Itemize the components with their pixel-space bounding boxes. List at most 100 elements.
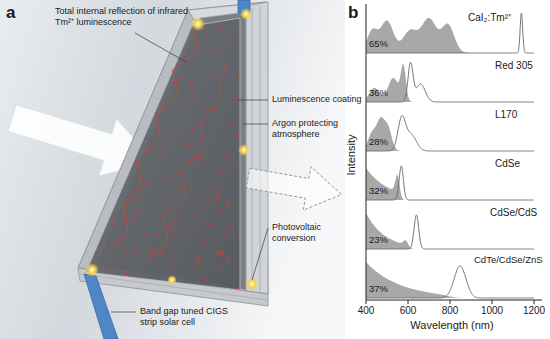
- luminescent-dot: [201, 222, 203, 224]
- luminescent-dot: [193, 216, 195, 218]
- luminescent-dot: [220, 267, 222, 269]
- luminescent-dot: [214, 108, 215, 109]
- absorption-area: [366, 117, 534, 151]
- light-spark: [240, 8, 252, 20]
- absorption-area: [366, 213, 534, 249]
- luminescent-dot: [168, 228, 170, 230]
- luminescent-dot: [192, 203, 193, 204]
- luminescent-dot: [232, 101, 233, 102]
- luminescent-dot: [195, 163, 197, 165]
- luminescent-dot: [115, 213, 116, 214]
- luminescent-dot: [127, 193, 129, 195]
- frame-groove: [260, 6, 261, 292]
- luminescent-dot: [223, 49, 225, 51]
- luminescent-dot: [197, 156, 199, 158]
- luminescent-dot: [209, 50, 211, 52]
- luminescent-dot: [179, 78, 181, 80]
- panel-letter: a: [6, 3, 15, 24]
- leader-line: [252, 228, 268, 280]
- luminescent-dot: [138, 197, 141, 200]
- luminescent-dot: [182, 144, 185, 147]
- luminescent-dot: [145, 233, 148, 236]
- internal-reflection-path: [110, 30, 198, 250]
- efficiency-value: 28%: [369, 136, 388, 148]
- luminescent-dot: [216, 252, 219, 255]
- tick: [408, 300, 409, 304]
- luminescent-dot: [228, 156, 229, 157]
- luminescent-dot: [170, 226, 173, 229]
- luminescent-dot: [100, 246, 102, 248]
- luminescent-dot: [102, 267, 103, 268]
- y-axis: [366, 4, 367, 300]
- efficiency-value: 23%: [369, 234, 388, 246]
- luminescent-dot: [232, 33, 233, 34]
- luminescent-dot: [221, 264, 224, 267]
- panel-letter: b: [348, 3, 358, 24]
- luminescent-dot: [121, 219, 123, 221]
- luminescent-dot: [204, 125, 206, 127]
- luminescent-dot: [173, 137, 174, 138]
- luminescent-dot: [237, 287, 239, 289]
- luminescent-dot: [196, 198, 198, 200]
- luminescent-dot: [194, 207, 195, 208]
- luminescent-dot: [227, 257, 230, 260]
- luminescent-dot: [233, 93, 235, 95]
- luminescent-dot: [197, 162, 199, 164]
- efficiency-value: 32%: [369, 185, 388, 197]
- luminescent-dot: [161, 252, 164, 255]
- luminescent-dot: [210, 203, 212, 205]
- callout-label: Band gap tuned CIGS strip solar cell: [140, 306, 245, 328]
- efficiency-value: 65%: [369, 38, 388, 50]
- luminescent-dot: [139, 186, 142, 189]
- luminescent-dot: [237, 136, 239, 138]
- luminescent-dot: [191, 260, 192, 261]
- emission-curve: [366, 166, 534, 200]
- luminescent-dot: [198, 259, 200, 261]
- luminescent-dot: [229, 125, 231, 127]
- luminescent-dot: [201, 158, 203, 160]
- transmitted-light-arrow: [244, 156, 345, 216]
- luminescent-dot: [189, 83, 191, 85]
- luminescent-dot: [230, 172, 232, 174]
- spectrum-row: [366, 166, 534, 200]
- luminescent-dot: [102, 240, 103, 241]
- axes: [366, 4, 542, 304]
- efficiency-value: 37%: [369, 283, 388, 295]
- leader-line: [243, 124, 268, 125]
- luminescent-dot: [226, 153, 229, 156]
- spectrum-row: [366, 213, 534, 249]
- luminescent-dot: [164, 132, 166, 134]
- luminescent-dot: [238, 73, 240, 75]
- luminescent-dot: [197, 166, 199, 168]
- luminescent-dot: [220, 49, 222, 51]
- luminescent-dot: [152, 249, 155, 252]
- luminescent-dot: [227, 204, 229, 206]
- luminescent-dot: [218, 190, 220, 192]
- absorption-area: [366, 262, 534, 298]
- luminescent-dot: [221, 209, 224, 212]
- x-axis: [366, 300, 542, 301]
- emission-curve: [366, 266, 534, 298]
- leader-line: [135, 33, 186, 62]
- emission-curve: [366, 215, 534, 249]
- leader-lines: [111, 33, 268, 312]
- luminescent-dot: [233, 96, 236, 99]
- luminescent-dot: [231, 208, 233, 210]
- luminescent-dot: [191, 127, 194, 130]
- luminescent-dot: [124, 184, 126, 186]
- tick-label: 1200: [523, 305, 545, 317]
- spectrum-row: [366, 262, 534, 298]
- luminescent-dot: [232, 282, 234, 284]
- efficiency-value: 36%: [369, 87, 388, 99]
- luminescent-dot: [208, 197, 210, 199]
- luminescent-dot: [219, 170, 222, 173]
- luminescent-dot: [190, 144, 193, 147]
- luminescent-dot: [197, 96, 199, 98]
- luminescent-dot: [187, 236, 188, 237]
- internal-reflection-path: [150, 56, 236, 262]
- luminescent-dot: [163, 223, 165, 225]
- luminescent-dot: [198, 157, 200, 159]
- cigs-strip: [84, 274, 118, 339]
- luminescent-dot: [184, 54, 186, 56]
